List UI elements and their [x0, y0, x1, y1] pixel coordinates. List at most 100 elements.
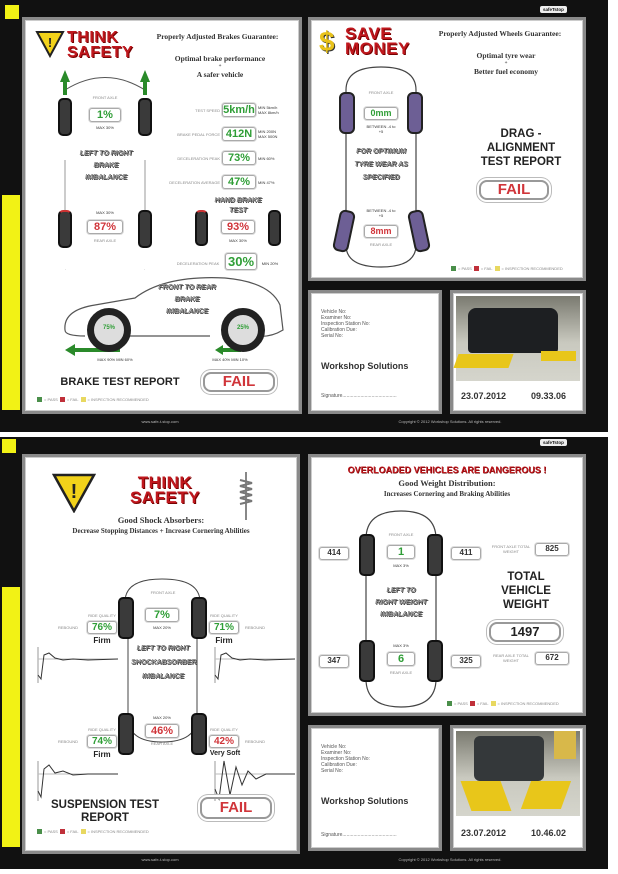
hand-brake-imbalance: 93% [221, 220, 255, 234]
rl-rating: Firm [93, 750, 111, 759]
metric-limit: MIN 47% [258, 179, 275, 185]
total-weight-label: TOTAL VEHICLE WEIGHT [501, 571, 551, 611]
alignment-test-panel: $ SAVE MONEY Properly Adjusted Wheels Gu… [308, 17, 586, 281]
legend-fail: = FAIL [480, 266, 493, 271]
fl-weight: 414 [319, 547, 349, 560]
photo-time: 10.46.02 [531, 828, 567, 838]
front-range: BETWEEN -4 to +5 [366, 124, 396, 134]
serial-no-field: Serial No: [321, 768, 343, 774]
website[interactable]: www.safe-t-stop.com [141, 857, 179, 862]
examiner-no-field: Examiner No: [321, 315, 352, 321]
shock-subheading: Decrease Stopping Distances + Increase C… [72, 527, 250, 535]
website[interactable]: www.safe-t-stop.com [141, 419, 179, 424]
legend-pass: = PASS [454, 701, 468, 706]
car-outline [64, 277, 284, 356]
rear-max: MAX 30% [96, 210, 114, 215]
legend: = PASS= FAIL= INSPECTION RECOMMENDED [447, 701, 559, 706]
rear-right-wheel [427, 640, 443, 682]
metric-label: BRAKE PEDAL FORCE [177, 131, 220, 137]
metric-limit: MIN 200N MAX 500N [258, 129, 278, 139]
front-brake-imbalance: 1% [89, 108, 121, 122]
copyright: Copyright © 2012 Workshop Solutions. All… [398, 857, 502, 862]
save-text: SAVE [345, 24, 393, 43]
rear-total-label: REAR AXLE TOTAL WEIGHT [493, 653, 529, 663]
rear-right-wheel [138, 210, 152, 248]
inspection-info-panel: Vehicle No: Examiner No: Inspection Stat… [308, 290, 442, 414]
front-weight-imbalance: 1 [387, 545, 415, 559]
fr-side-label: REBOUND [244, 625, 265, 630]
lr-brake-imbalance-label: LEFT TO RIGHT BRAKE IMBALANCE [79, 150, 133, 181]
ride-quality-label: RIDE QUALITY [210, 727, 238, 732]
shock-heading: Good Shock Absorbers: [117, 515, 205, 525]
front-right-wheel [427, 534, 443, 576]
fr-weight: 411 [451, 547, 481, 560]
safetstop-logo: safeTstop [540, 439, 567, 446]
rear-max: MAX 3% [393, 643, 409, 648]
fr-damping-curve [214, 647, 295, 683]
shock-absorber-icon [239, 472, 253, 520]
photo-time: 09.33.06 [531, 391, 567, 401]
rear-axle-label: REAR AXLE [93, 238, 117, 243]
vehicle-photo [453, 296, 580, 381]
front-alignment-value: 0mm [364, 107, 398, 120]
rear-weight-imbalance: 6 [387, 652, 415, 666]
hand-max: MAX 30% [229, 238, 247, 243]
legend: = PASS= FAIL= INSPECTION RECOMMENDED [451, 266, 563, 271]
brake-alignment-screen: safeTstop ! THINK SAFETY Properly Adjust… [0, 0, 608, 432]
legend-pass: = PASS [458, 266, 472, 271]
safety-text: SAFETY [67, 44, 134, 61]
front-axle-label: FRONT AXLE [150, 590, 176, 595]
hand-right-wheel [268, 210, 281, 246]
think-text: THINK [137, 473, 193, 492]
plus: + [218, 64, 222, 69]
station-no-field: Inspection Station No: [321, 321, 370, 327]
front-left-wheel [118, 597, 134, 639]
workshop-name: Workshop Solutions [321, 361, 409, 371]
legend-inspection: = INSPECTION RECOMMENDED [87, 829, 149, 834]
rear-brake-imbalance: 87% [87, 220, 123, 234]
front-total-weight: 825 [535, 543, 569, 556]
rear-wheel [221, 308, 265, 352]
metric-value: 47% [222, 175, 256, 189]
front-axle-label: FRONT AXLE [388, 532, 414, 537]
fl-shock-value: 76% [87, 621, 117, 634]
legend-fail: = FAIL [476, 701, 489, 706]
metric-limit: MIN 5km/h MAX 8km/h [258, 105, 279, 115]
front-axle-label: FRONT AXLE [92, 95, 118, 100]
alignment-center-label: FOR OPTIMUM TYRE WEAR AS SPECIFIED [354, 148, 408, 181]
lr-shock-imbalance-label: LEFT TO RIGHT SHOCKABSORBER IMBALANCE [131, 645, 197, 680]
rl-shock-value: 74% [87, 735, 117, 748]
rr-rating: Very Soft [209, 750, 241, 757]
fr-brake-imbalance-label: FRONT TO REAR BRAKE IMBALANCE [158, 284, 216, 315]
rear-axle-label: REAR AXLE [369, 242, 393, 247]
fr-shock-value: 71% [209, 621, 239, 634]
front-left-wheel [58, 98, 72, 136]
fl-rating: Firm [93, 636, 111, 645]
front-max: MAX 3% [393, 563, 409, 568]
serial-no-field: Serial No: [321, 333, 343, 339]
rr-side-label: REBOUND [244, 739, 265, 744]
legend-fail: = FAIL [66, 397, 79, 402]
copyright: Copyright © 2012 Workshop Solutions. All… [398, 419, 502, 424]
hand-decel-min: MIN 20% [261, 261, 279, 266]
rear-axle-label: REAR AXLE [389, 670, 413, 675]
front-share: 75% [102, 325, 115, 331]
rl-side-label: REBOUND [57, 739, 78, 744]
metric-label: TEST SPEED [195, 107, 220, 113]
weight-heading: Good Weight Distribution: [398, 478, 496, 488]
photo-date: 23.07.2012 [461, 391, 507, 401]
metric-value: 73% [222, 151, 256, 165]
metric-limit: MIN 60% [258, 155, 275, 161]
rear-share: 25% [236, 325, 249, 331]
hand-left-wheel [195, 210, 208, 246]
brake-benefit-1: Optimal brake performance [174, 54, 266, 63]
rear-alignment-value: 8mm [364, 225, 398, 238]
front-left-wheel [359, 534, 375, 576]
svg-text:!: ! [48, 35, 52, 50]
yellow-side-strip [2, 587, 20, 847]
yellow-marker [2, 439, 16, 453]
inspection-info-panel: Vehicle No: Examiner No: Inspection Stat… [308, 725, 442, 851]
